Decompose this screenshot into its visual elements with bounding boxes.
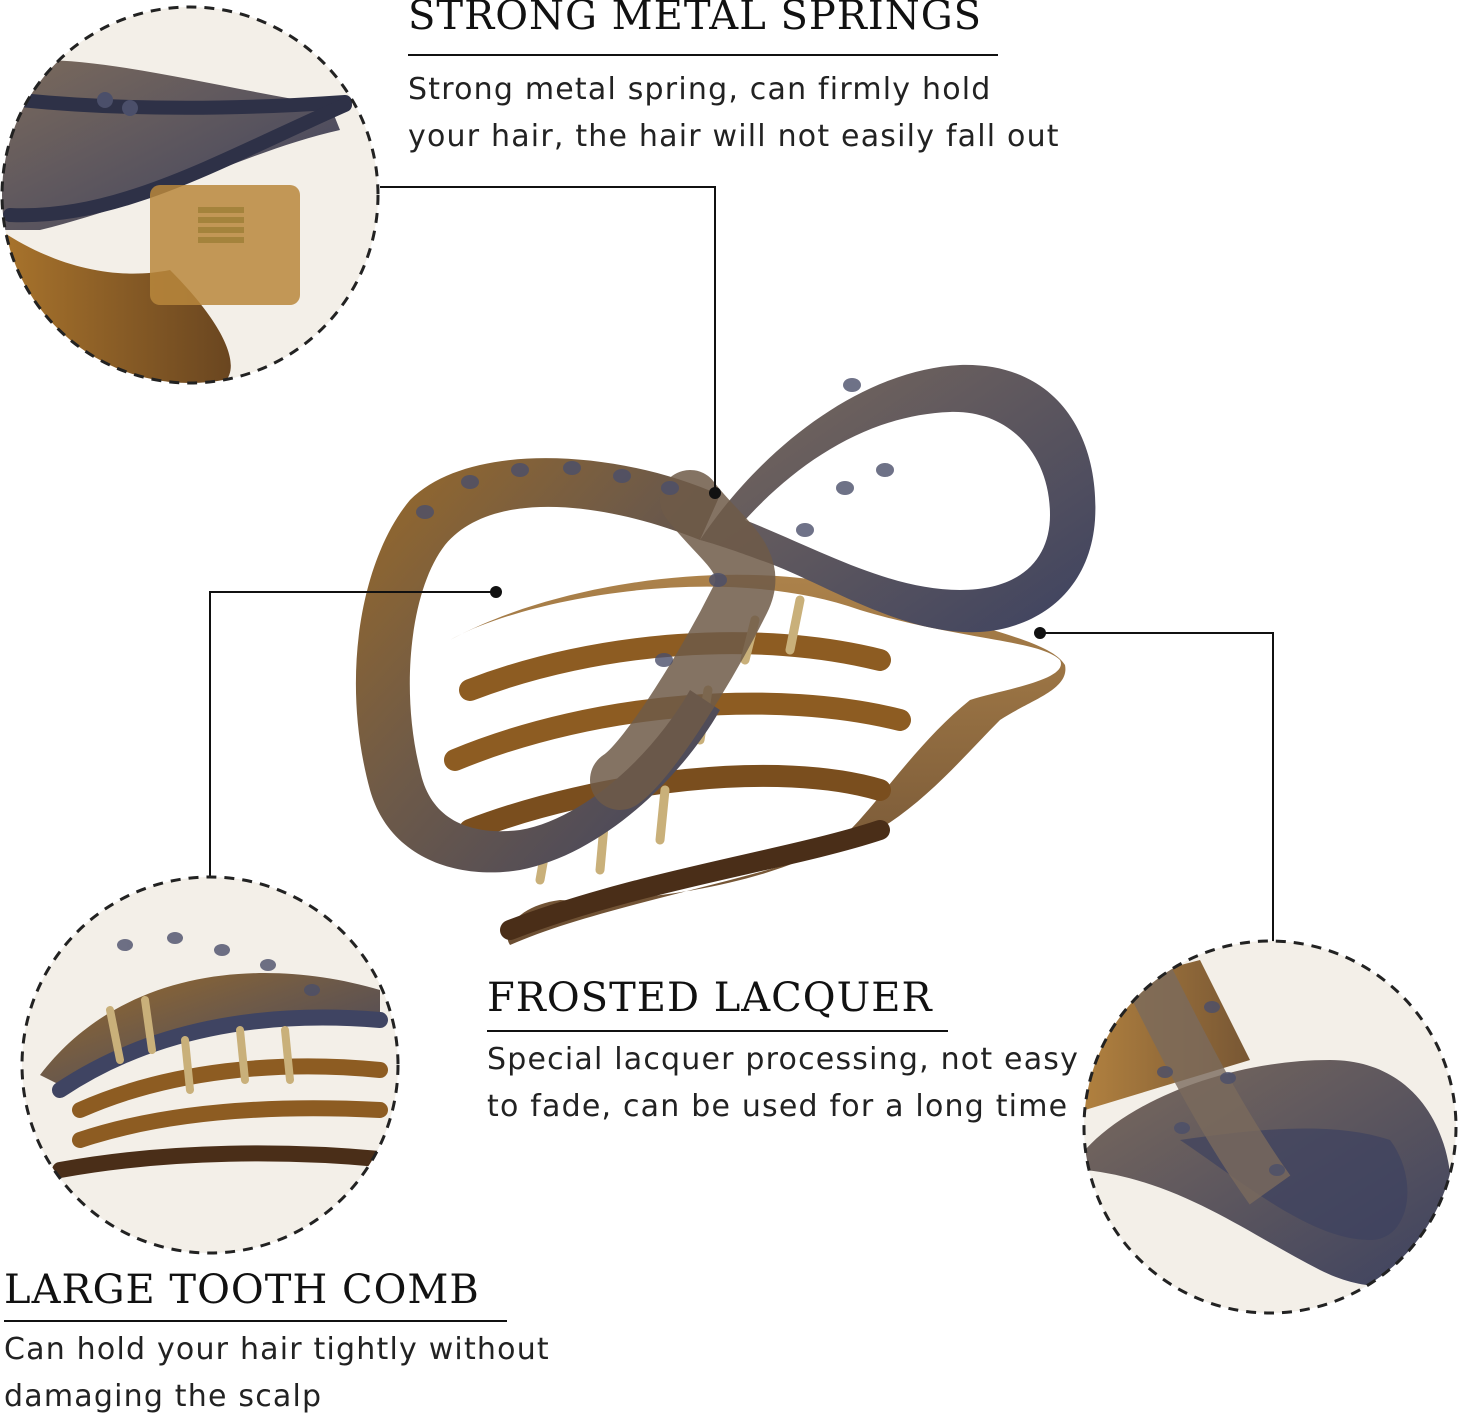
springs-title-underline [408, 54, 998, 56]
comb-description-line-2: damaging the scalp [4, 1379, 323, 1414]
lacquer-leader-line [1040, 632, 1274, 942]
leader-dots [490, 487, 1046, 639]
lacquer-description-line-2: to fade, can be used for a long time [487, 1089, 1069, 1124]
lacquer-title-underline [487, 1030, 948, 1032]
comb-leader-dot [490, 586, 502, 598]
lacquer-description: Special lacquer processing, not easy to … [487, 1036, 1079, 1130]
hair-claw-clip-image [355, 364, 1096, 945]
comb-description-line-1: Can hold your hair tightly without [4, 1332, 550, 1367]
lacquer-description-line-1: Special lacquer processing, not easy [487, 1042, 1080, 1077]
lacquer-leader-dot [1034, 627, 1046, 639]
lacquer-title: FROSTED LACQUER [487, 975, 933, 1021]
springs-description-line-1: Strong metal spring, can firmly hold [408, 72, 992, 107]
tooth-comb-closeup-image [20, 875, 400, 1255]
clip-dots [416, 378, 894, 667]
clip-right-loop [700, 364, 1096, 633]
spring-closeup-image [0, 5, 380, 385]
springs-leader-line [380, 186, 716, 493]
clip-back-body [450, 574, 1066, 945]
comb-description: Can hold your hair tightly without damag… [4, 1326, 550, 1419]
springs-title: STRONG METAL SPRINGS [408, 0, 983, 39]
springs-description-line-2: your hair, the hair will not easily fall… [408, 119, 1060, 154]
springs-leader-dot [709, 487, 721, 499]
comb-leader-line [209, 591, 496, 876]
springs-description: Strong metal spring, can firmly hold you… [408, 66, 1060, 160]
lacquer-closeup-image [1082, 939, 1458, 1315]
comb-title: LARGE TOOTH COMB [4, 1267, 480, 1313]
leader-lines [209, 186, 1274, 942]
comb-title-underline [4, 1320, 507, 1322]
